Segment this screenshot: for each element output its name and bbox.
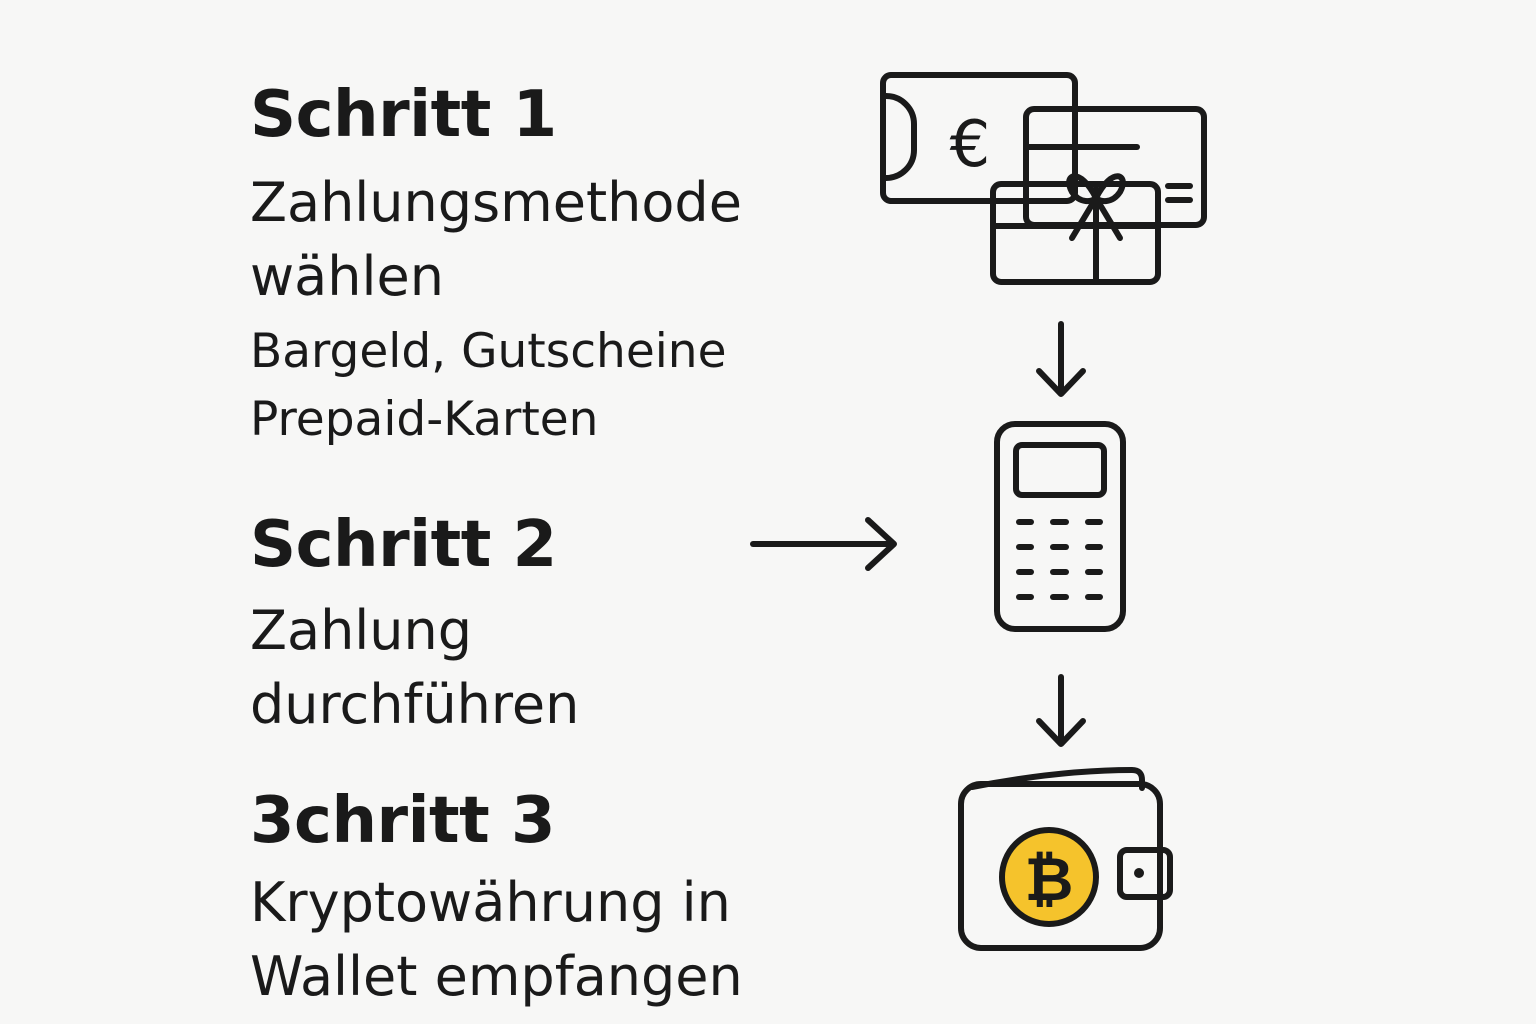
gift-card-icon <box>990 173 1161 285</box>
step-1-title: Schritt 1 <box>250 78 557 152</box>
bitcoin-coin-icon: ₿ <box>999 827 1099 927</box>
arrow-down-icon <box>1036 674 1086 747</box>
step-3-title: 3chritt 3 <box>250 784 556 858</box>
terminal-keypad <box>1016 519 1103 600</box>
arrow-right-icon <box>750 517 897 571</box>
step-1-description-line-2: wählen <box>250 245 444 308</box>
step-1-subtext: Bargeld, Gutscheine Prepaid-Karten <box>250 318 727 454</box>
step-2-description: Zahlung durchführen <box>250 594 579 742</box>
wallet-clasp <box>1117 847 1173 900</box>
cash-and-gift-cards-icon: € <box>880 72 1207 285</box>
bitcoin-wallet-icon: ₿ <box>958 767 1173 951</box>
card-icon <box>1023 106 1207 228</box>
step-2-description-line-1: Zahlung <box>250 599 473 662</box>
step-1-subtext-line-1: Bargeld, Gutscheine <box>250 324 727 379</box>
step-1-description-line-1: Zahlungsmethode <box>250 171 742 234</box>
euro-symbol: € <box>950 108 991 182</box>
banknote-icon: € <box>880 72 1078 204</box>
step-3-description: Kryptowährung in Wallet empfangen <box>250 866 743 1014</box>
payment-terminal-icon <box>994 421 1126 632</box>
step-1-description: Zahlungsmethode wählen <box>250 166 742 314</box>
terminal-screen <box>1013 442 1107 498</box>
step-3-description-line-2: Wallet empfangen <box>250 945 743 1008</box>
step-1-subtext-line-2: Prepaid-Karten <box>250 392 599 447</box>
arrow-down-icon <box>1036 321 1086 397</box>
step-2-description-line-2: durchführen <box>250 673 580 736</box>
step-3-description-line-1: Kryptowährung in <box>250 871 731 934</box>
bitcoin-symbol: ₿ <box>1025 845 1074 915</box>
step-2-title: Schritt 2 <box>250 508 557 582</box>
